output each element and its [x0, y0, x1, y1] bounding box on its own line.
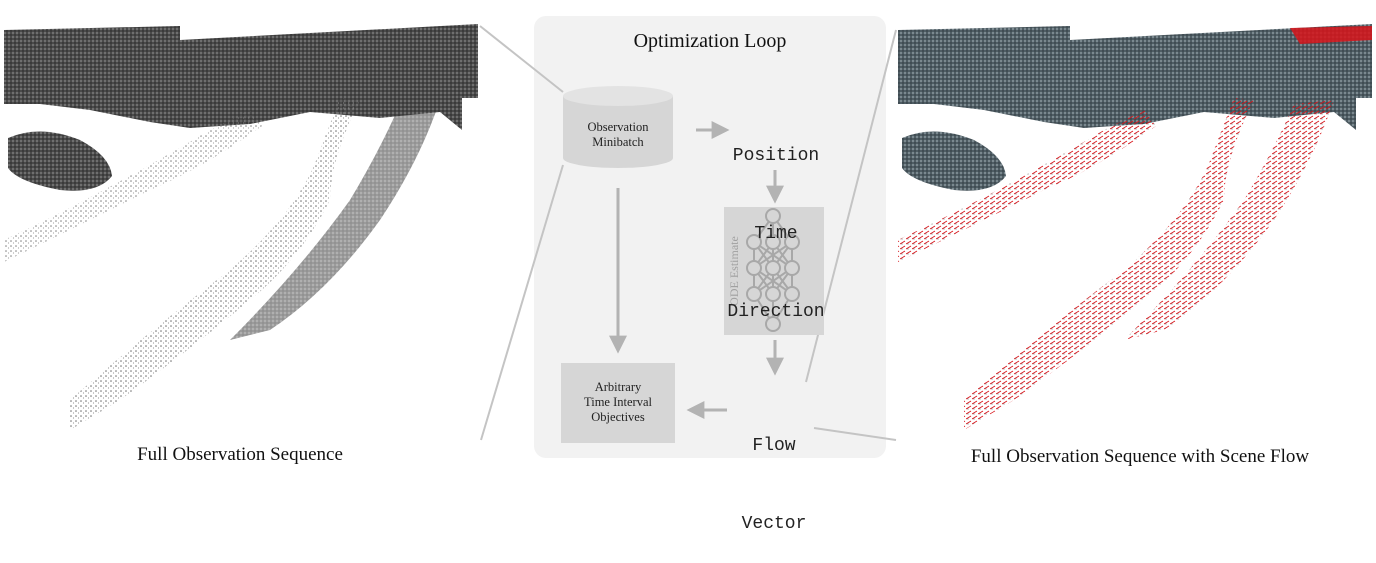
parked-car-cloud-left [8, 131, 112, 191]
inputs-label: Position Time Direction [727, 146, 825, 322]
left-caption: Full Observation Sequence [137, 444, 343, 465]
building-cloud-right [898, 24, 1372, 130]
loop-title: Optimization Loop [633, 30, 787, 52]
zoom-line-right-bottom [813, 427, 897, 441]
left-point-cloud [4, 24, 478, 430]
minibatch-cylinder [563, 86, 673, 168]
parked-car-cloud-right [902, 131, 1006, 191]
flow-vectors-right-1 [898, 110, 1156, 262]
flow-vectors-right-3 [1124, 100, 1334, 340]
flow-highlight-top [1290, 26, 1372, 44]
right-point-cloud [898, 24, 1372, 430]
minibatch-label: Observation Minibatch [587, 120, 649, 149]
trajectory-cloud-left-3 [230, 100, 440, 340]
objectives-label: Arbitrary Time Interval Objectives [584, 380, 652, 424]
objectives-box [561, 363, 675, 443]
flow-vector-label: Flow Vector [741, 436, 807, 534]
trajectory-cloud-left-2 [70, 98, 360, 430]
zoom-line-left-top [479, 25, 564, 93]
zoom-line-left-bottom [480, 164, 564, 441]
trajectory-cloud-left-1 [4, 110, 262, 262]
neural-network-icon [746, 208, 800, 332]
right-caption: Full Observation Sequence with Scene Flo… [970, 446, 1310, 467]
flow-vectors-right-2 [964, 98, 1254, 430]
building-cloud-left [4, 24, 478, 130]
network-label: ODE Estimate [727, 236, 741, 306]
